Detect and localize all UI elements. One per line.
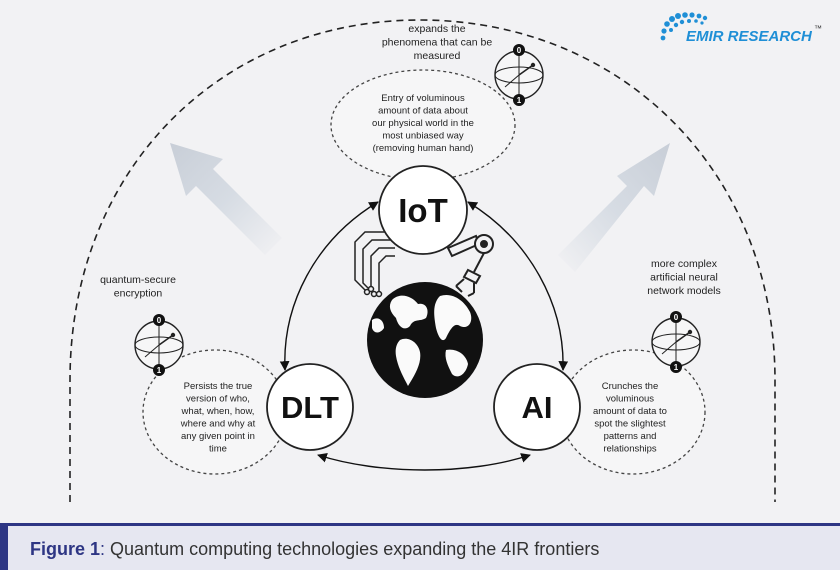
- qubit-state-zero: 0: [674, 313, 679, 322]
- diagram-canvas: Entry of voluminous amount of data abouto…: [69, 12, 822, 502]
- caption-label: Figure 1: [30, 539, 101, 559]
- quantum-note-encryption: quantum-secure encryption: [100, 274, 176, 300]
- dlt-label: DLT: [281, 390, 339, 425]
- logo-dot: [669, 16, 675, 22]
- iot-description-bubble: [330, 69, 516, 181]
- iot-description-line: amount of data about: [378, 106, 468, 117]
- quantum-note-line: quantum-secure: [100, 274, 176, 286]
- ai-description-line: patterns and: [604, 431, 657, 442]
- ai-description-line: relationships: [603, 444, 657, 455]
- ai-description-line: amount of data to: [593, 406, 667, 417]
- qubit-state-zero: 0: [157, 316, 162, 325]
- ai-description-line: voluminous: [606, 394, 654, 405]
- dlt-description-line: where and why at: [180, 419, 256, 430]
- emir-research-logo: EMIR RESEARCH ™: [660, 12, 822, 45]
- logo-dot: [660, 35, 666, 41]
- ai-label: AI: [522, 390, 553, 425]
- iot-description-line: most unbiased way: [382, 131, 464, 142]
- logo-dot: [687, 19, 691, 23]
- dlt-description-line: what, when, how,: [181, 406, 255, 417]
- qubit-state-one: 1: [157, 366, 162, 375]
- brand-name: EMIR RESEARCH: [686, 28, 813, 45]
- quantum-note-line: more complex: [651, 258, 718, 270]
- quantum-note-line: encryption: [114, 288, 163, 300]
- quantum-note-line: expands the: [408, 23, 465, 35]
- dlt-description-line: any given point in: [181, 431, 255, 442]
- qubit-state-zero: 0: [517, 46, 522, 55]
- logo-dot: [694, 19, 698, 23]
- arrow-iot-ai: [467, 201, 569, 371]
- caption-bar: Figure 1: Quantum computing technologies…: [0, 523, 840, 570]
- arrow-dlt-ai: [317, 453, 531, 471]
- robotic-arm-icon: [446, 234, 494, 297]
- logo-dot: [673, 22, 679, 28]
- logo-dot: [682, 12, 688, 18]
- iot-description-line: Entry of voluminous: [381, 93, 465, 104]
- quantum-note-line: phenomena that can be: [382, 37, 492, 49]
- logo-dot: [702, 15, 708, 21]
- circuit-trace-icon: [354, 231, 395, 298]
- qubit-state-one: 1: [517, 96, 522, 105]
- dlt-description-line: version of who,: [186, 394, 250, 405]
- qubit-state-one-dot: [153, 364, 165, 376]
- expansion-arrow-left: [170, 143, 282, 255]
- quantum-note-line: artificial neural: [650, 272, 718, 284]
- qubit-bloch-sphere-icon: 01: [494, 44, 544, 106]
- arrow-iot-dlt: [279, 201, 379, 371]
- iot-description-line: our physical world in the: [372, 118, 474, 129]
- dlt-node: DLT: [266, 363, 354, 451]
- caption-text: Quantum computing technologies expanding…: [105, 539, 600, 559]
- logo-dots-icon: [660, 12, 708, 41]
- brand-trademark: ™: [814, 24, 822, 33]
- qubit-state-zero-dot: [153, 314, 165, 326]
- ai-node: AI: [493, 363, 581, 451]
- dlt-description: Persists the true version of who,what, wh…: [180, 381, 256, 455]
- qubit-bloch-sphere-icon: 01: [134, 314, 184, 376]
- qubit-state-zero-dot: [513, 44, 525, 56]
- qubit-state-zero-dot: [670, 311, 682, 323]
- logo-dot: [669, 28, 673, 32]
- globe-icon: [367, 282, 483, 398]
- qubit-state-one-dot: [513, 94, 525, 106]
- logo-dot: [675, 13, 681, 19]
- expansion-arrow-right: [558, 143, 670, 272]
- figure-caption: Figure 1: Quantum computing technologies…: [30, 539, 599, 560]
- qubit-state-one: 1: [674, 363, 679, 372]
- ai-description-line: Crunches the: [602, 381, 659, 392]
- logo-dot: [661, 28, 667, 34]
- caption-colon: :: [100, 539, 106, 559]
- qubit-bloch-sphere-icon: 01: [651, 311, 701, 373]
- quantum-note-line: network models: [647, 285, 721, 297]
- logo-dot: [679, 19, 685, 25]
- logo-dot: [664, 21, 670, 27]
- qubit-state-one-dot: [670, 361, 682, 373]
- iot-label: IoT: [398, 192, 447, 229]
- logo-dot: [689, 12, 695, 18]
- quantum-note-line: measured: [414, 50, 461, 62]
- iot-description: Entry of voluminous amount of data abouto…: [372, 93, 474, 154]
- dlt-description-line: time: [209, 444, 227, 455]
- iot-node: IoT: [378, 165, 468, 255]
- logo-dot: [696, 13, 702, 19]
- caption-accent: [0, 526, 8, 570]
- iot-description-line: (removing human hand): [373, 143, 474, 154]
- ai-description-line: spot the slightest: [594, 419, 666, 430]
- dlt-description-line: Persists the true: [184, 381, 253, 392]
- logo-dot: [700, 21, 704, 25]
